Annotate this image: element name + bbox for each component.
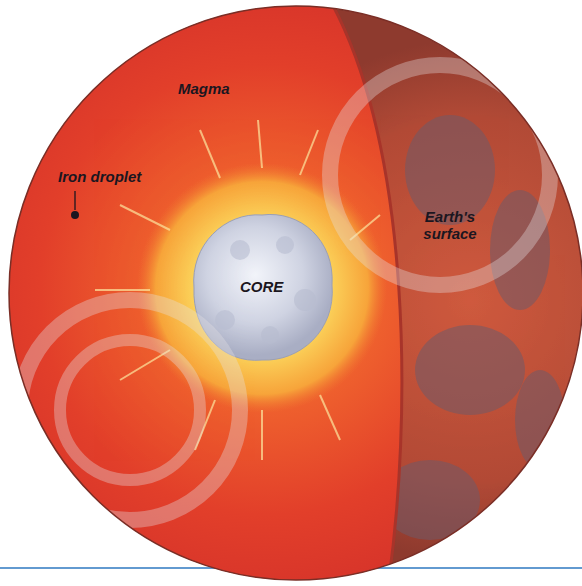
part-label: CORE [240,278,283,295]
watermark-rings [20,65,550,520]
part-label: Magma [178,80,230,97]
iron-droplet-dot [71,211,79,219]
magma-interior [0,0,402,586]
leader-line [74,191,75,210]
surface-patches [380,115,565,540]
sphere-outline [9,6,582,580]
hot-zone [137,163,387,413]
part-label: Earth's surface [410,208,490,242]
core-texture [215,236,316,344]
part-label: Iron droplet [58,168,141,185]
